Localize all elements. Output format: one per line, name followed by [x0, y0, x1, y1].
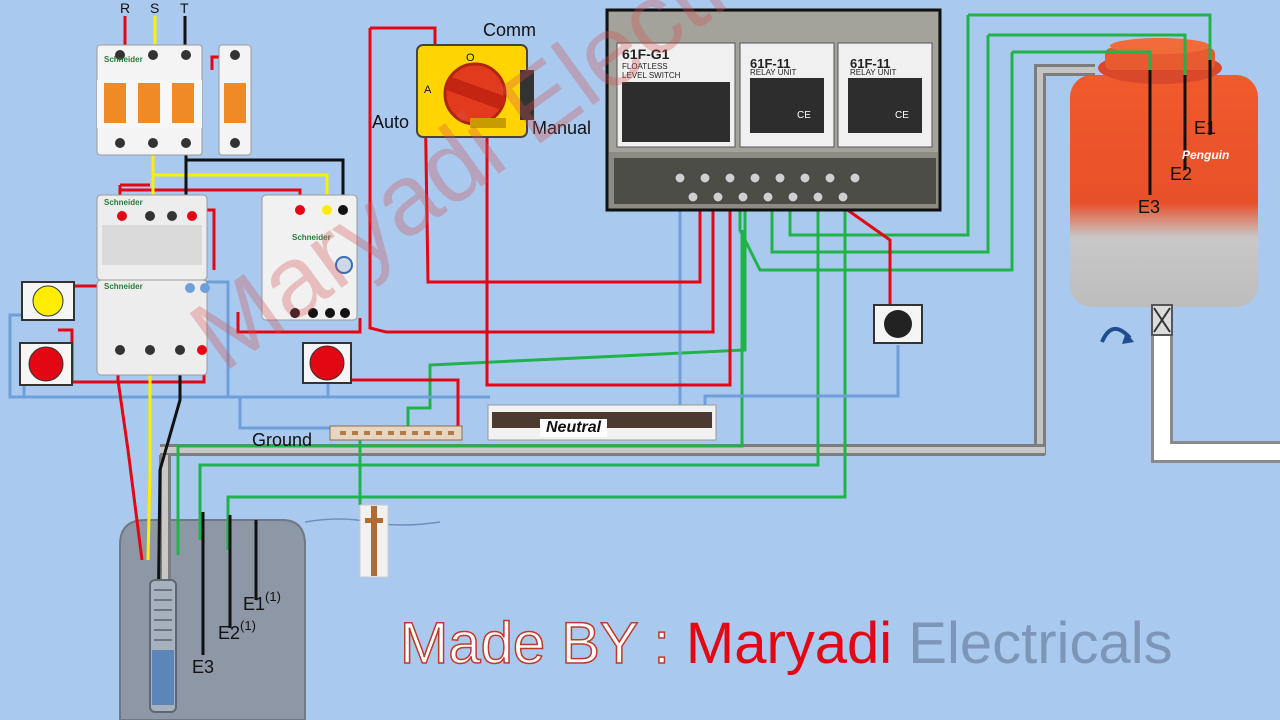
- manual-label: Manual: [532, 118, 592, 138]
- sump-e2-text: E2: [218, 623, 241, 643]
- sump-e1-sup: (1): [265, 589, 281, 604]
- wires-black: [156, 16, 345, 631]
- phase-label-r: R: [120, 0, 131, 16]
- phase-relay-brand: Schneider: [292, 233, 331, 242]
- relay2-ce-mark: CE: [895, 110, 909, 121]
- level-controller: [605, 8, 942, 212]
- credit-made-by: Made BY :: [399, 610, 686, 677]
- contactor-brand: Schneider: [104, 198, 143, 207]
- red-lamp-left: [19, 342, 73, 386]
- selector-switch: [416, 44, 534, 138]
- yellow-indicator-lamp: [21, 281, 75, 321]
- mcb-brand: Schneider: [104, 55, 143, 64]
- comm-label: Comm: [483, 20, 536, 40]
- phase-label-t: T: [180, 0, 189, 16]
- tank-e2-label: E2: [1170, 164, 1193, 184]
- overload-brand: Schneider: [104, 282, 143, 291]
- mcb-single-pole: [218, 44, 252, 156]
- ground-label: Ground: [252, 430, 313, 450]
- controller-g1-sub2: LEVEL SWITCH: [622, 71, 681, 80]
- mcb-3-pole: [96, 44, 203, 156]
- switch-pos-o: O: [466, 52, 475, 64]
- sump-e2-label: E2(1): [218, 618, 256, 644]
- ground-bar: [329, 425, 463, 441]
- relay2-model: 61F-11: [850, 56, 891, 71]
- overhead-tank: [1070, 38, 1258, 307]
- relay2-sub: RELAY UNIT: [850, 68, 897, 77]
- relay1-sub: RELAY UNIT: [750, 68, 797, 77]
- auto-label: Auto: [372, 112, 410, 132]
- credit-line: Made BY : Maryadi Electricals: [399, 610, 1173, 677]
- credit-suffix: Electricals: [908, 611, 1173, 676]
- wires-blue: [8, 190, 900, 430]
- neutral-bar-label: Neutral: [540, 419, 608, 437]
- sump-e1-label: E1(1): [243, 589, 281, 615]
- tank-e1-label: E1: [1194, 118, 1217, 138]
- tank-e3-label: E3: [1138, 197, 1161, 217]
- buzzer: [873, 304, 923, 344]
- red-lamp-middle: [302, 342, 352, 384]
- earthing-rod: [359, 504, 389, 578]
- sensor-rods: [201, 60, 1212, 655]
- phase-label-s: S: [150, 0, 160, 16]
- sump-e3-label: E3: [192, 657, 215, 677]
- phase-relay: [261, 194, 358, 321]
- credit-brand: Maryadi: [685, 611, 893, 676]
- tank-brand: Penguin: [1182, 148, 1230, 162]
- relay1-ce-mark: CE: [797, 110, 811, 121]
- submersible-pump: [149, 579, 177, 713]
- relay1-model: 61F-11: [750, 56, 791, 71]
- switch-pos-a: A: [424, 84, 432, 96]
- sump-e1-text: E1: [243, 594, 266, 614]
- controller-g1-model: 61F-G1: [622, 46, 670, 62]
- sump-e2-sup: (1): [240, 618, 256, 633]
- contactor: [96, 194, 210, 376]
- controller-g1-sub1: FLOATLESS: [622, 62, 668, 71]
